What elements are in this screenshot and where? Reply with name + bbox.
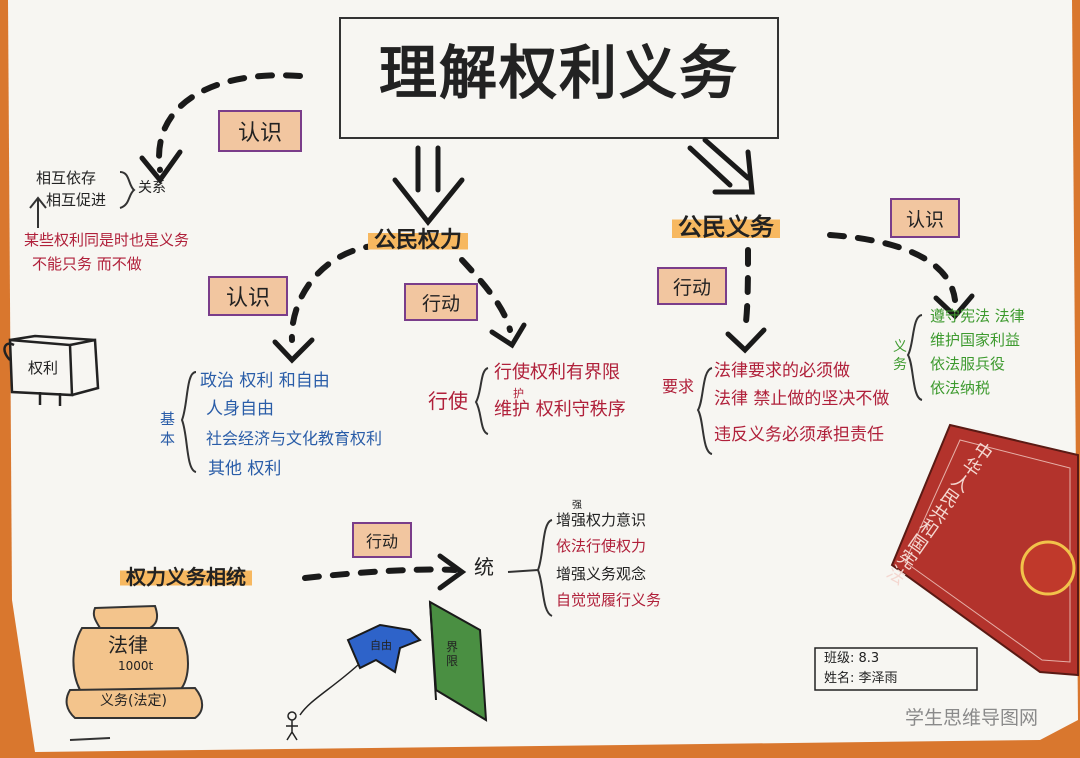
duties-item-4: 依法纳税: [930, 379, 991, 397]
exercise-insert-char: 护: [513, 387, 524, 400]
title-box-frame: [339, 17, 779, 139]
duties-item-1: 遵守宪法 法律: [930, 307, 1025, 325]
branch-citizen-rights: 公民权力: [368, 228, 469, 254]
kite-string: [299, 664, 359, 716]
flag-label: 界限: [446, 640, 459, 669]
rights-stamp-doodle: [3, 334, 100, 406]
tag-action-bottom-label: 行动: [365, 532, 398, 551]
tag-recognize-mid-label: 认识: [225, 286, 270, 311]
relation-note-2: 不能只务 而不做: [32, 255, 142, 273]
exercise-item-2: 维护 权利守秩序: [494, 399, 626, 420]
tag-action-bottom: 行动: [352, 522, 412, 558]
basic-item-1: 政治 权利 和自由: [200, 371, 330, 391]
weight-main-label: 法律: [108, 633, 148, 657]
unity-item-3: 增强义务观念: [556, 565, 647, 583]
tag-action-right: 行动: [657, 267, 727, 305]
relation-item-2: 相互促进: [46, 191, 107, 209]
tag-action-right-label: 行动: [672, 276, 711, 299]
arrow-duties-to-list: [827, 232, 958, 303]
brace-lines: [119, 171, 923, 617]
basic-item-3: 社会经济与文化教育权利: [206, 429, 383, 448]
basic-item-4: 其他 权利: [208, 459, 282, 479]
name-value: 李泽雨: [858, 671, 898, 686]
arrow-rights-to-exercise: [459, 257, 513, 333]
exercise-item-1: 行使权利有界限: [494, 362, 620, 383]
unity-item-1: 增强权力意识: [556, 511, 647, 529]
stick-figure: [286, 711, 298, 741]
name-label: 姓名: 李泽雨: [824, 671, 898, 687]
tag-recognize-right: 认识: [890, 198, 960, 238]
unity-item-4: 自觉觉履行义务: [556, 591, 662, 609]
basic-label: 基本: [160, 410, 176, 448]
arrow-unity-to-sub: [302, 566, 458, 581]
constitution-book: [890, 423, 1079, 677]
duties-item-3: 依法服兵役: [930, 355, 1006, 373]
bird-shape: [346, 623, 422, 674]
tag-recognize-mid: 认识: [208, 276, 288, 316]
requirement-item-2: 法律 禁止做的坚决不做: [714, 389, 890, 409]
weight-sub-label: 义务(法定): [100, 693, 167, 709]
duties-list-label: 义务: [893, 339, 907, 374]
unity-item-2: 依法行使权力: [556, 537, 647, 555]
page-title: 理解权利义务: [378, 39, 739, 107]
weight-doodle: [65, 604, 204, 719]
relation-note-1: 某些权利同是时也是义务: [24, 231, 190, 249]
info-box-frame: [814, 647, 978, 691]
arrow-heads: [139, 149, 975, 591]
book-inner-frame: [904, 439, 1071, 663]
duties-item-2: 维护国家利益: [930, 331, 1021, 349]
class-label: 班级: 8.3: [824, 651, 880, 667]
tag-action-mid: 行动: [404, 283, 478, 321]
requirement-item-1: 法律要求的必须做: [714, 361, 850, 381]
tag-action-mid-label: 行动: [421, 292, 460, 315]
basic-item-2: 人身自由: [206, 399, 274, 419]
tag-recognize-left-label: 认识: [237, 121, 282, 146]
bird-label: 自由: [370, 639, 392, 652]
arrow-rights-to-basic: [288, 242, 383, 343]
branch-citizen-duties: 公民义务: [672, 213, 780, 242]
weight-base: [65, 686, 204, 719]
exercise-label: 行使: [428, 389, 468, 413]
tag-recognize-left: 认识: [218, 110, 302, 152]
unity-sub: 统: [474, 555, 494, 579]
dashed-arrows: [156, 72, 958, 581]
relation-arrow: [29, 196, 47, 228]
bottom-scribble: [69, 737, 111, 741]
watermark: 学生思维导图网: [905, 707, 1039, 729]
relation-label: 关系: [138, 180, 166, 196]
tag-recognize-right-label: 认识: [905, 208, 944, 231]
bird-flag-doodle: [286, 600, 488, 741]
arrow-title-to-recognize: [156, 72, 303, 173]
rights-stamp-label: 权利: [28, 359, 59, 377]
weight-number-label: 1000t: [118, 659, 154, 673]
unity-insert-char: 强: [572, 500, 582, 511]
relation-item-1: 相互依存: [36, 169, 97, 187]
unity-label: 权力义务相统: [120, 566, 252, 589]
paper-background: [8, 0, 1078, 752]
class-value: 8.3: [858, 651, 880, 666]
requirement-item-3: 违反义务必须承担责任: [714, 425, 884, 445]
arrow-duties-to-requirement: [742, 247, 751, 333]
weight-top: [92, 604, 159, 629]
class-label-text: 班级:: [824, 651, 855, 666]
flag-pole: [429, 601, 437, 701]
requirement-label: 要求: [662, 377, 695, 396]
solid-arrows: [392, 137, 755, 227]
name-label-text: 姓名:: [824, 671, 855, 686]
national-emblem-icon: [1020, 540, 1076, 596]
